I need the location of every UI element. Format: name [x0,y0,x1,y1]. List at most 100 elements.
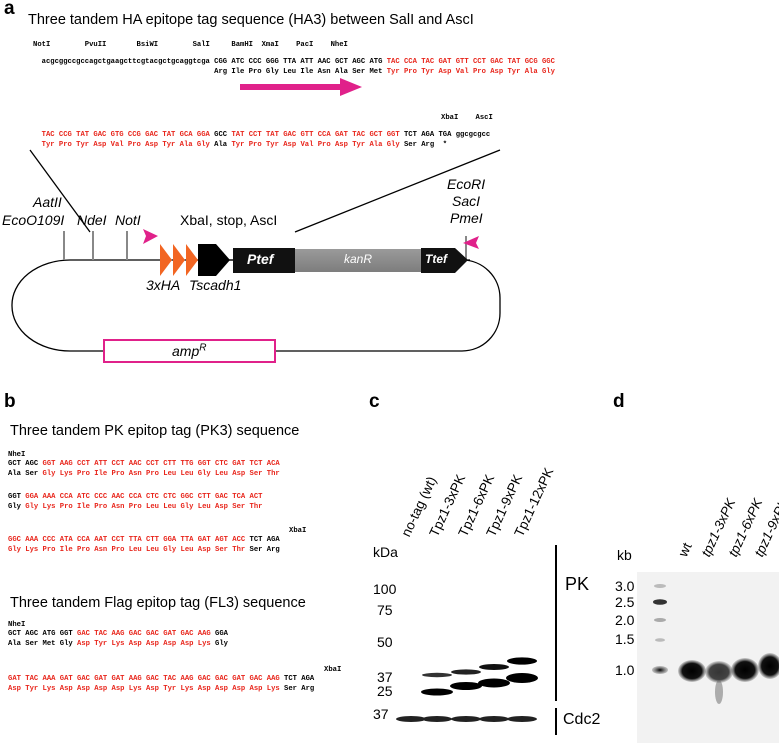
panel-a-letter: a [4,0,15,19]
pk-l3-aa-r: Gly Lys Pro Ile Pro Asn Pro Leu Leu Gly … [8,546,246,554]
pk-xbaI: XbaI [289,527,307,535]
seq-a-row1-enzymes: NotI PvuII BsiWI SalI BamHI XmaI PacI Nh… [33,41,348,49]
seq-a-row2-enzymes: XbaI AscI [441,114,493,122]
ha-region-arrow [240,78,362,96]
ha-label: 3xHA [146,277,181,293]
tscadh1-label: Tscadh1 [189,277,242,293]
ptef-label: Ptef [247,251,274,267]
marker-50: 50 [377,634,393,650]
ha-tag-arrows [160,244,198,276]
fl-l2-dna-r: GAT TAC AAA GAT GAC GAT GAT AAG GAC TAC … [8,675,280,683]
xbaI-stop-ascI-label: XbaI, stop, AscI [180,212,278,228]
pk-line1-dna: GCT AGC GGT AAG CCT ATT CCT AAC CCT CTT … [8,460,280,468]
pk-l1-dna-b: GCT AGC [8,460,43,468]
pk-l2-dna-b: GGT [8,493,26,501]
marker-25: 25 [377,683,393,699]
fl-line2-dna: GAT TAC AAA GAT GAC GAT GAT AAG GAC TAC … [8,675,314,683]
seq-a-row2-aa-black1: Ala [209,141,232,149]
pk-l2-dna-r: GGA AAA CCA ATC CCC AAC CCA CTC CTC GGC … [25,493,263,501]
kanR-block [295,249,421,272]
kb-3-0: 3.0 [615,578,635,594]
seq-a-row1-aa-red: Tyr Pro Tyr Asp Val Pro Asp Tyr Ala Gly [382,68,555,76]
ampR-text: ampR [172,342,207,359]
kb-1-0: 1.0 [615,662,635,678]
fl-l1-dna-b2: GGA [210,630,228,638]
kanR-label: kanR [344,252,373,266]
seq-a-row2-dna: TAC CCG TAT GAC GTG CCG GAC TAT GCA GGA … [33,123,491,139]
seq-a-row1-aa-black: Arg Ile Pro Gly Leu Ile Asn Ala Ser Met [41,68,383,76]
cdc2-label: Cdc2 [563,711,601,728]
fl-l2-dna-b: TCT AGA [279,675,315,683]
marker-100: 100 [373,581,397,597]
pk-label: PK [565,574,590,594]
kb-2-5: 2.5 [615,594,635,610]
seq-a-row2-dna-red2: TAT CCT TAT GAC GTT CCA GAT TAC GCT GGT [231,131,400,139]
ttef-block [421,248,468,273]
fl-line2-aa: Asp Tyr Lys Asp Asp Asp Asp Lys Asp Tyr … [8,685,314,693]
seq-a-row2-dna-red1: TAC CCG TAT GAC GTG CCG GAC TAT GCA GGA [41,131,210,139]
seq-a-row1-dna-red: TAC CCA TAC GAT GTT CCT GAC TAT GCG GGC [382,58,555,66]
ladder-bands [652,584,668,674]
pk-line2-dna: GGT GGA AAA CCA ATC CCC AAC CCA CTC CTC … [8,493,263,501]
seq-a-row2-aa-red2: Tyr Pro Tyr Asp Val Pro Asp Tyr Ala Gly [231,141,400,149]
panel-d-letter: d [613,391,625,412]
seq-a-row2-dna-black1: GCC [209,131,232,139]
pk-l1-aa-b: Ala Ser [8,470,43,478]
kb-2-0: 2.0 [615,612,635,628]
kb-1-5: 1.5 [615,631,635,647]
pk-l1-dna-r: GGT AAG CCT ATT CCT AAC CCT CTT TTG GGT … [42,460,280,468]
fl-l1-aa-r: Asp Tyr Lys Asp Asp Asp Asp Lys [77,640,211,648]
kb-unit: kb [617,547,632,563]
southern-bands [678,653,779,704]
pk-l2-aa-r: Gly Lys Pro Ile Pro Asn Pro Leu Leu Gly … [25,503,263,511]
pk-l3-dna-r: GGC AAA CCC ATA CCA AAT CCT TTA CTT GGA … [8,536,246,544]
pk-line1-aa: Ala Ser Gly Lys Pro Ile Pro Asn Pro Leu … [8,470,280,478]
aatII-label: AatII [33,194,62,210]
fl-l1-dna-r: GAC TAC AAG GAC GAC GAT GAC AAG [77,630,211,638]
seq-a-row1-aa: Arg Ile Pro Gly Leu Ile Asn Ala Ser Met … [33,60,555,76]
western-bands-cdc2 [396,716,537,722]
pk-line3-dna: GGC AAA CCC ATA CCA AAT CCT TTA CTT GGA … [8,536,280,544]
marker-37: 37 [377,669,393,685]
ptef-block [233,248,295,273]
seq-a-row1-dna-black: acgcggccgccagctgaagcttcgtacgctgcaggtcga … [41,58,383,66]
panel-a-title: Three tandem HA epitope tag sequence (HA… [28,12,474,28]
eco0109I-label: EcoO109I [2,212,65,228]
panel-b-letter: b [4,391,16,412]
fl-xbaI: XbaI [324,666,342,674]
marker-75: 75 [377,602,393,618]
pk3-title: Three tandem PK epitop tag (PK3) sequenc… [10,423,300,439]
western-bands-pk [421,657,538,696]
fl-line1-aa: Ala Ser Met Gly Asp Tyr Lys Asp Asp Asp … [8,640,228,648]
fl-nheI: NheI [8,621,26,629]
pk-line3-aa: Gly Lys Pro Ile Pro Asn Pro Leu Leu Gly … [8,546,280,554]
primer-forward-arrow [143,229,158,244]
zoom-line-right [294,149,501,233]
pk-line2-aa: Gly Gly Lys Pro Ile Pro Asn Pro Leu Leu … [8,503,263,511]
seq-a-row2-aa-black2: Ser Arg * [399,141,448,149]
notI-label: NotI [115,212,141,228]
ampR-box [103,339,276,363]
pk-l3-aa-b: Ser Arg [245,546,280,554]
ecoRI-label: EcoRI [447,176,486,192]
marker-37-cdc2: 37 [373,706,389,722]
pk-l1-aa-r: Gly Lys Pro Ile Pro Asn Pro Leu Leu Gly … [42,470,280,478]
plasmid-outline [11,259,501,352]
primer-reverse-arrow [463,236,479,249]
zoom-line-left [29,149,91,233]
pk-l3-dna-b: TCT AGA [245,536,280,544]
panel-c-letter: c [369,391,380,412]
fl-l1-aa-b2: Gly [210,640,228,648]
fl3-title: Three tandem Flag epitop tag (FL3) seque… [10,595,306,611]
ampR-label: ampR [172,342,206,359]
seq-a-row2-aa-red1: Tyr Pro Tyr Asp Val Pro Asp Tyr Ala Gly [41,141,210,149]
fl-l2-aa-b: Ser Arg [279,685,315,693]
sacI-label: SacI [452,193,481,209]
fl-l1-aa-b: Ala Ser Met Gly [8,640,78,648]
fl-line1-dna: GCT AGC ATG GGT GAC TAC AAG GAC GAC GAT … [8,630,228,638]
seq-a-row2-aa: Tyr Pro Tyr Asp Val Pro Asp Tyr Ala Gly … [33,133,447,149]
pk-nheI: NheI [8,451,26,459]
kda-unit: kDa [373,544,398,560]
tscadh1-terminator [198,244,230,276]
